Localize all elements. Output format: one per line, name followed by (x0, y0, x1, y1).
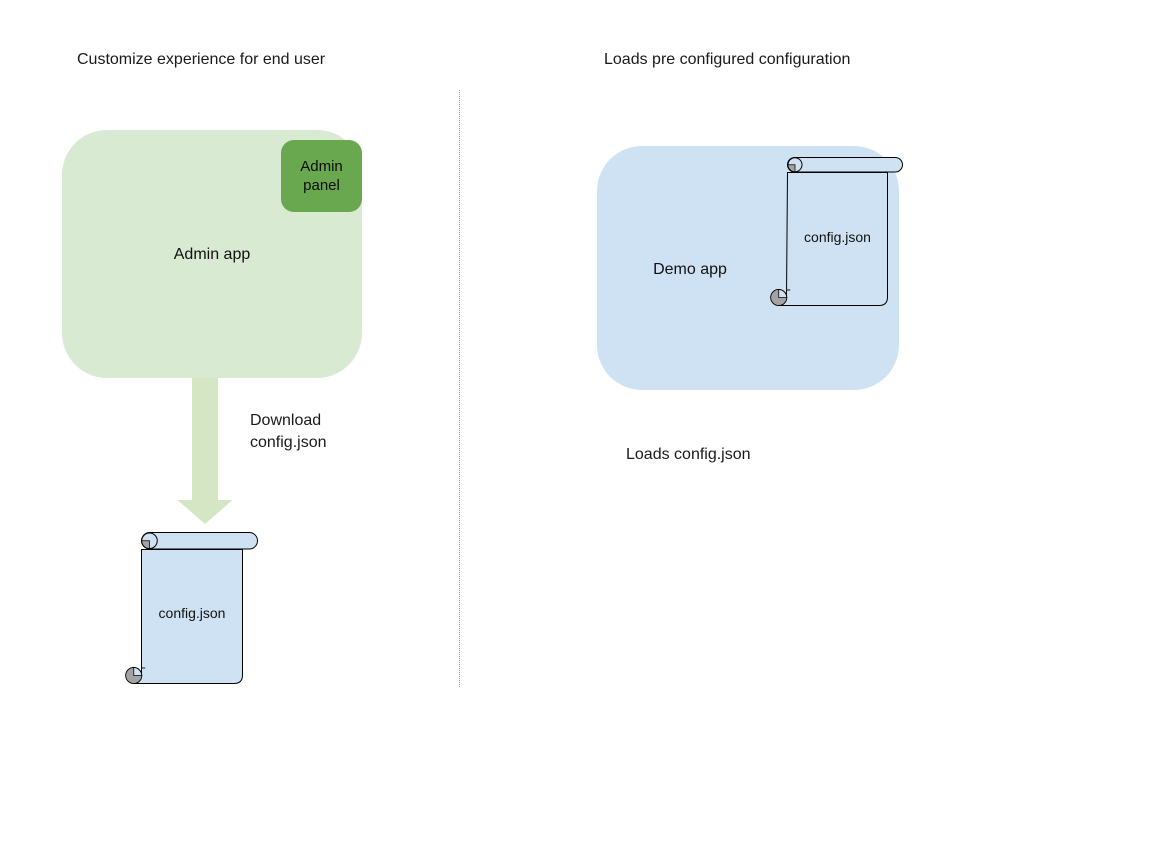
admin-app-label: Admin app (173, 246, 251, 263)
section-divider (459, 90, 460, 687)
right-section-title: Loads pre configured configuration (604, 51, 851, 68)
left-section-title: Customize experience for end user (77, 51, 326, 68)
config-scroll-left-icon (125, 532, 258, 684)
download-arrow-label: Download config.json (250, 412, 327, 451)
admin-panel-shape: Admin panel (281, 140, 362, 212)
admin-panel-label: Admin panel (300, 158, 343, 194)
config-scroll-right-icon (770, 157, 903, 306)
download-arrow-icon (177, 378, 233, 524)
config-file-label-right: config.json (804, 229, 871, 245)
demo-app-label: Demo app (653, 261, 727, 278)
loads-config-caption: Loads config.json (626, 446, 751, 463)
config-file-label-left: config.json (158, 605, 226, 621)
